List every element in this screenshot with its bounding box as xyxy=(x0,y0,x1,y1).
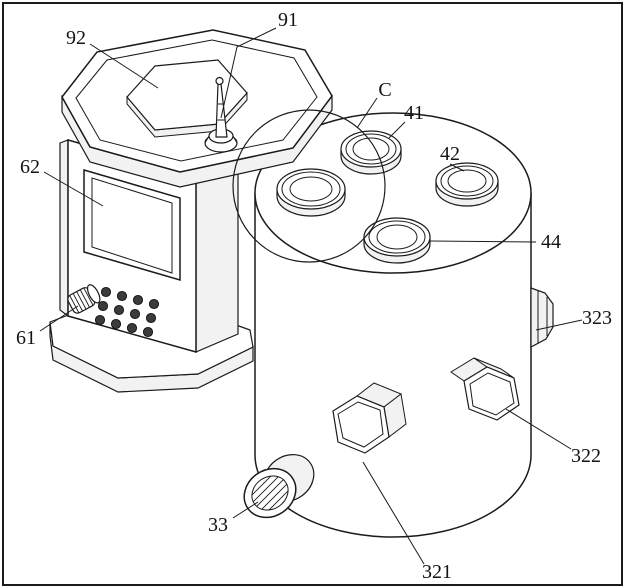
cylinder-top-face xyxy=(254,112,532,274)
ref-label-33: 33 xyxy=(208,514,228,536)
keypad-button xyxy=(126,322,138,334)
top-port-unlabeled xyxy=(276,168,346,217)
keypad-button xyxy=(142,326,154,338)
leader-62 xyxy=(43,171,104,207)
leader-42 xyxy=(449,163,465,172)
hex-plug-322 xyxy=(450,357,520,421)
outlet-port-33 xyxy=(243,454,315,519)
top-port-42 xyxy=(435,162,499,207)
antenna xyxy=(204,76,238,153)
ref-label-321: 321 xyxy=(422,561,452,583)
keypad-button xyxy=(110,318,122,330)
leader-322 xyxy=(505,408,572,450)
ref-label-41: 41 xyxy=(404,102,424,124)
ref-label-62: 62 xyxy=(20,156,40,178)
leader-92 xyxy=(89,43,159,89)
ref-label-42: 42 xyxy=(440,143,460,165)
main-cylinder xyxy=(254,112,532,538)
keypad-button xyxy=(129,308,141,320)
keypad-button xyxy=(113,304,125,316)
ref-label-91: 91 xyxy=(278,9,298,31)
ref-label-61: 61 xyxy=(16,327,36,349)
leader-321 xyxy=(362,461,425,565)
top-port-44 xyxy=(363,217,431,264)
ref-label-c: C xyxy=(378,79,391,101)
detail-circle-c xyxy=(232,109,386,263)
keypad-button xyxy=(97,300,109,312)
leader-41 xyxy=(388,121,406,139)
leader-91 xyxy=(220,27,277,119)
leader-44 xyxy=(429,240,537,243)
keypad-button xyxy=(145,312,157,324)
screen-glass xyxy=(91,177,173,274)
ref-label-92: 92 xyxy=(66,27,86,49)
adjust-knob xyxy=(67,284,101,314)
top-port-41 xyxy=(340,130,402,175)
leader-323 xyxy=(535,319,583,331)
hex-plug-321 xyxy=(332,382,407,454)
ref-label-323: 323 xyxy=(582,307,612,329)
antenna-tip xyxy=(215,76,224,86)
side-boss-323 xyxy=(530,287,554,348)
keypad-button xyxy=(100,286,112,298)
keypad-button xyxy=(132,294,144,306)
console-right-face xyxy=(195,157,239,353)
leader-61 xyxy=(39,305,79,332)
ref-label-322: 322 xyxy=(571,445,601,467)
console-left-face xyxy=(59,139,69,318)
keypad xyxy=(94,286,160,338)
display-screen xyxy=(83,169,181,281)
leader-33 xyxy=(232,501,259,519)
ref-label-44: 44 xyxy=(541,231,561,253)
keypad-button xyxy=(116,290,128,302)
leader-c xyxy=(356,97,378,129)
keypad-button xyxy=(94,314,106,326)
keypad-button xyxy=(148,298,160,310)
